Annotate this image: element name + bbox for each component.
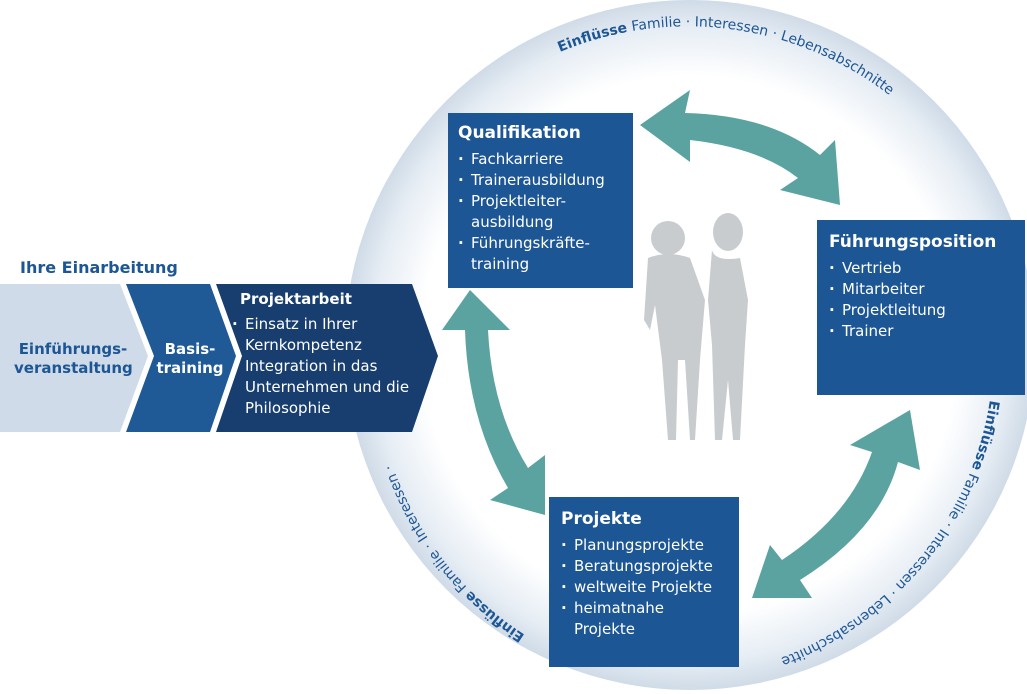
qualifikation-item: Projektleiter-ausbildung	[458, 191, 623, 233]
step3-title: Projektarbeit	[240, 290, 352, 308]
onboarding-heading: Ihre Einarbeitung	[20, 258, 178, 277]
fuehrung-list: Vertrieb Mitarbeiter Projektleitung Trai…	[829, 258, 1013, 342]
qualifikation-item: Trainerausbildung	[458, 170, 623, 191]
fuehrung-item: Projektleitung	[829, 300, 1013, 321]
step3-item: Integration in das Unternehmen und die P…	[232, 356, 412, 419]
projekte-item: weltweite Projekte	[561, 577, 727, 598]
projekte-item: Beratungsprojekte	[561, 556, 727, 577]
fuehrung-item: Trainer	[829, 321, 1013, 342]
chevron-basistraining	[126, 284, 236, 432]
projekte-item: Planungsprojekte	[561, 535, 727, 556]
step3-list: Einsatz in Ihrer Kernkompetenz Integrati…	[232, 314, 412, 419]
qualifikation-box: Qualifikation Fachkarriere Trainerausbil…	[448, 113, 633, 288]
step1-label: Einführungs- veranstaltung	[14, 340, 133, 377]
projekte-box: Projekte Planungsprojekte Beratungsproje…	[549, 497, 739, 667]
arrow-right-icon	[752, 410, 920, 598]
fuehrung-title: Führungsposition	[829, 232, 997, 252]
chevron-einfuehrung	[0, 284, 148, 432]
arrow-left-icon	[442, 290, 545, 515]
projekte-item: heimatnahe Projekte	[561, 598, 727, 640]
fuehrung-box: Führungsposition Vertrieb Mitarbeiter Pr…	[817, 220, 1025, 395]
qualifikation-item: Führungskräfte-training	[458, 233, 623, 275]
step3-box: Projektarbeit Einsatz in Ihrer Kernkompe…	[232, 290, 412, 419]
arrow-top-icon	[640, 90, 840, 205]
projekte-title: Projekte	[561, 509, 642, 529]
step3-item: Einsatz in Ihrer Kernkompetenz	[232, 314, 412, 356]
qualifikation-item: Fachkarriere	[458, 149, 623, 170]
qualifikation-list: Fachkarriere Trainerausbildung Projektle…	[458, 149, 623, 275]
step2-label: Basis- training	[156, 340, 224, 377]
people-silhouette-icon	[644, 213, 748, 440]
projekte-list: Planungsprojekte Beratungsprojekte weltw…	[561, 535, 727, 640]
fuehrung-item: Vertrieb	[829, 258, 1013, 279]
cycle-arrows	[442, 90, 920, 598]
fuehrung-item: Mitarbeiter	[829, 279, 1013, 300]
qualifikation-title: Qualifikation	[458, 123, 581, 143]
